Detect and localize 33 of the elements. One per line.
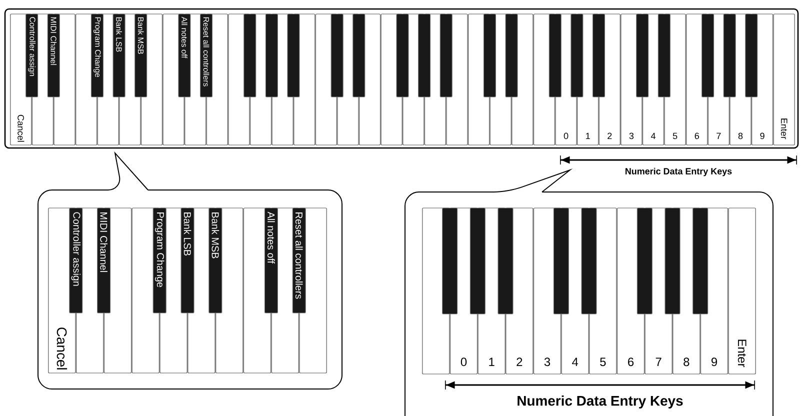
key-label: 6 <box>694 132 699 140</box>
dimension-label: Numeric Data Entry Keys <box>626 168 732 176</box>
key-label: 7 <box>716 132 721 139</box>
key-label: 6 <box>628 358 634 366</box>
key-label: Program Change <box>154 212 164 288</box>
key-label: 9 <box>760 132 764 140</box>
key-label: Enter <box>738 340 746 368</box>
key-label: 3 <box>629 132 634 140</box>
key-label: All notes off <box>268 212 275 264</box>
key-label: Cancel <box>18 114 24 142</box>
key-label: 8 <box>684 358 690 366</box>
key-label: 3 <box>544 358 550 366</box>
key-label: 0 <box>460 358 467 366</box>
key-label: 1 <box>489 358 494 366</box>
key-label: 1 <box>586 132 590 139</box>
key-label: Bank MSB <box>212 212 220 258</box>
key-label: 0 <box>564 132 568 140</box>
key-label: 8 <box>738 132 743 140</box>
key-label: Controller assign <box>71 212 81 286</box>
key-label: 4 <box>650 132 656 139</box>
key-label: 5 <box>600 358 606 366</box>
key-label: Cancel <box>56 328 68 370</box>
key-label: 4 <box>572 358 578 366</box>
key-label: Bank LSB <box>184 212 192 256</box>
key-label: 9 <box>712 358 717 366</box>
key-label: Enter <box>780 118 788 140</box>
key-label: MIDI Channel <box>100 212 108 272</box>
key-label: 2 <box>608 132 612 139</box>
dimension-label: Numeric Data Entry Keys <box>518 396 683 408</box>
key-label: Reset all controllers <box>295 212 303 299</box>
key-label: 7 <box>656 358 662 366</box>
key-label: 2 <box>516 358 522 366</box>
key-label: 5 <box>672 132 678 140</box>
